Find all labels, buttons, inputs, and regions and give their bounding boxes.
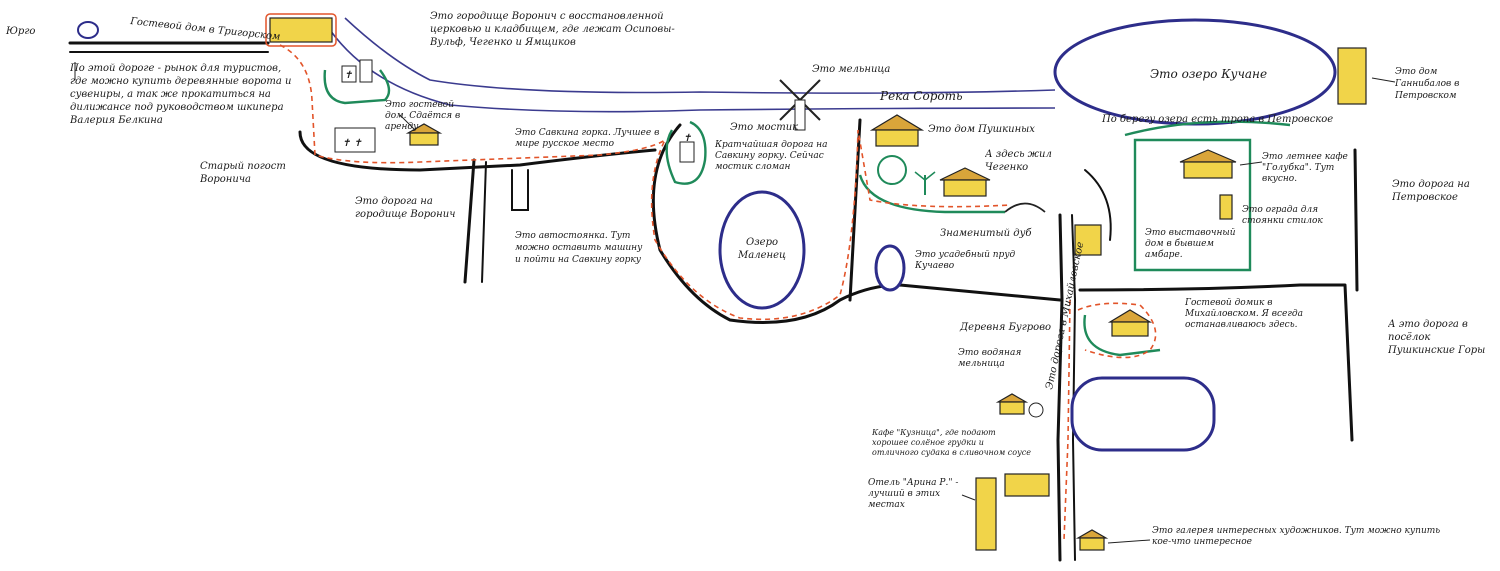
label-hillfort: Это городище Воронич с восстановленной ц… bbox=[430, 11, 675, 48]
windmill-icon bbox=[779, 79, 821, 131]
svg-text:✝: ✝ bbox=[683, 133, 692, 144]
hillfort-church-icon: ✝ bbox=[341, 59, 373, 83]
road-fork bbox=[1084, 169, 1112, 241]
exhibition-house-icon bbox=[1074, 224, 1102, 256]
label-kucheevo: Это усадебный пруд Кучаево bbox=[915, 250, 1016, 271]
river-upper-bank bbox=[344, 17, 1056, 94]
guest-house-mikhailovskoe-icon bbox=[1107, 309, 1153, 337]
mid-road-vertical bbox=[848, 118, 862, 302]
leader-gallery bbox=[1107, 539, 1151, 544]
river-lower-bank bbox=[329, 29, 1056, 113]
round-garden-icon bbox=[877, 155, 907, 185]
label-old-mill: Это водяная мельница bbox=[958, 348, 1022, 369]
label-exhibition-house: Это выставочный дом в бывшем амбаре. bbox=[1145, 228, 1236, 260]
lake-mikhailovskoe bbox=[1070, 376, 1216, 452]
fence-icon bbox=[1219, 194, 1233, 220]
leader-cafe bbox=[1239, 161, 1263, 166]
label-chegenko: А здесь жил Чегенко bbox=[985, 149, 1052, 173]
water-mill-icon bbox=[995, 393, 1044, 418]
label-lake-malenets: Озеро Маленец bbox=[738, 237, 786, 261]
label-guest-house: Гостевой дом в Тригорском bbox=[129, 16, 281, 43]
green-path-guesthouse bbox=[1083, 314, 1161, 357]
gannibal-house-icon bbox=[1337, 47, 1367, 105]
road-to-gory bbox=[1078, 283, 1354, 442]
label-hotel-arina: Отель "Арина Р." - лучший в этих местах bbox=[868, 478, 959, 510]
pushkin-house-icon bbox=[869, 114, 925, 147]
label-mill: Это мельница bbox=[812, 64, 890, 75]
label-market-road: По этой дороге - рынок для туристов, где… bbox=[70, 63, 292, 126]
label-parking: Это автостоянка. Тут можно оставить маши… bbox=[515, 231, 643, 265]
green-path-hillfort bbox=[323, 69, 391, 105]
label-road-to-gory: А это дорога в посёлок Пушкинские Горы bbox=[1388, 319, 1486, 356]
leader-gannibal bbox=[1371, 77, 1396, 83]
label-guest-house-rent: Это гостевой дом. Сдаётся в аренду bbox=[385, 100, 461, 132]
green-path-cafe bbox=[1133, 138, 1252, 272]
bridge-icon bbox=[1004, 202, 1046, 213]
road-to-mikhailovskoe bbox=[1056, 213, 1064, 562]
label-gannibal-house: Это дом Ганнибалов в Петровском bbox=[1395, 67, 1460, 101]
label-guest-mikhailovskoe: Гостевой домик в Михайловском. Я всегда … bbox=[1185, 298, 1304, 330]
label-bridge: Это мостик bbox=[730, 122, 798, 133]
guest-house-trigorskoe-icon bbox=[265, 13, 337, 47]
leader-hotel bbox=[961, 494, 976, 501]
label-lake-kuchane: Это озеро Кучане bbox=[1150, 67, 1267, 81]
label-gallery: Это галерея интересных художников. Тут м… bbox=[1152, 526, 1441, 547]
label-river: Река Сороть bbox=[879, 89, 963, 103]
label-road-to-hillfort: Это дорога на городище Воронич bbox=[355, 196, 456, 220]
tourist-route bbox=[279, 44, 1011, 321]
svg-text:✝ ✝: ✝ ✝ bbox=[342, 138, 363, 149]
road-to-mikhailovskoe-2 bbox=[1071, 214, 1077, 561]
label-road-to-petrovskoe: Это дорога на Петровское bbox=[1392, 179, 1470, 203]
label-cafe-kuznitsa: Кафе "Кузница", где подают хорошее солён… bbox=[872, 428, 1031, 457]
gallery-icon bbox=[1075, 529, 1109, 551]
road-down-left-2 bbox=[481, 161, 487, 283]
svg-text:✝: ✝ bbox=[344, 70, 353, 81]
road-down-left bbox=[463, 158, 476, 284]
label-yurgo: Юрго bbox=[5, 26, 35, 37]
label-summer-cafe: Это летнее кафе "Голубка". Тут вкусно. bbox=[1262, 152, 1348, 184]
green-path-lake bbox=[1124, 120, 1291, 137]
summer-cafe-icon bbox=[1179, 149, 1237, 179]
guest-house-rent-icon bbox=[405, 123, 443, 146]
label-savkina-hill: Это Савкина горка. Лучшее в мире русское… bbox=[515, 128, 660, 149]
pond-kucheevo bbox=[874, 244, 906, 292]
label-pushkin-house: Это дом Пушкиных bbox=[928, 124, 1035, 135]
chegenko-house-icon bbox=[939, 167, 991, 197]
hotel-arina-icon bbox=[975, 477, 997, 551]
tourist-route-guesthouse bbox=[1077, 302, 1157, 359]
parking-spur bbox=[511, 169, 529, 211]
label-famous-oak: Знаменитый дуб bbox=[940, 228, 1032, 239]
leader-guest-rent bbox=[399, 114, 416, 131]
label-shore-path: По берегу озера есть тропа в Петровское bbox=[1101, 114, 1333, 125]
cafe-kuznitsa-icon bbox=[1004, 473, 1050, 497]
label-old-cemetery: Старый погост Воронича bbox=[200, 161, 286, 185]
label-fence: Это ограда для стоянки стилок bbox=[1242, 205, 1323, 226]
tree-icon bbox=[914, 171, 936, 195]
yurgo-icon bbox=[77, 21, 99, 39]
lake-malenets bbox=[718, 190, 806, 310]
tourist-route-south bbox=[1063, 299, 1071, 541]
road-to-petrovskoe bbox=[1353, 148, 1359, 292]
savkina-church-icon: ✝ bbox=[679, 133, 695, 163]
cemetery-icon: ✝ ✝ bbox=[334, 127, 376, 153]
label-village-bugrovo: Деревня Бугрово bbox=[959, 322, 1051, 333]
label-shortcut: Кратчайшая дорога на Савкину горку. Сейч… bbox=[715, 140, 828, 172]
green-path-savkina bbox=[665, 120, 707, 185]
label-road-to-mikhailovskoe: Это дорога в Михайловское bbox=[1044, 241, 1086, 391]
